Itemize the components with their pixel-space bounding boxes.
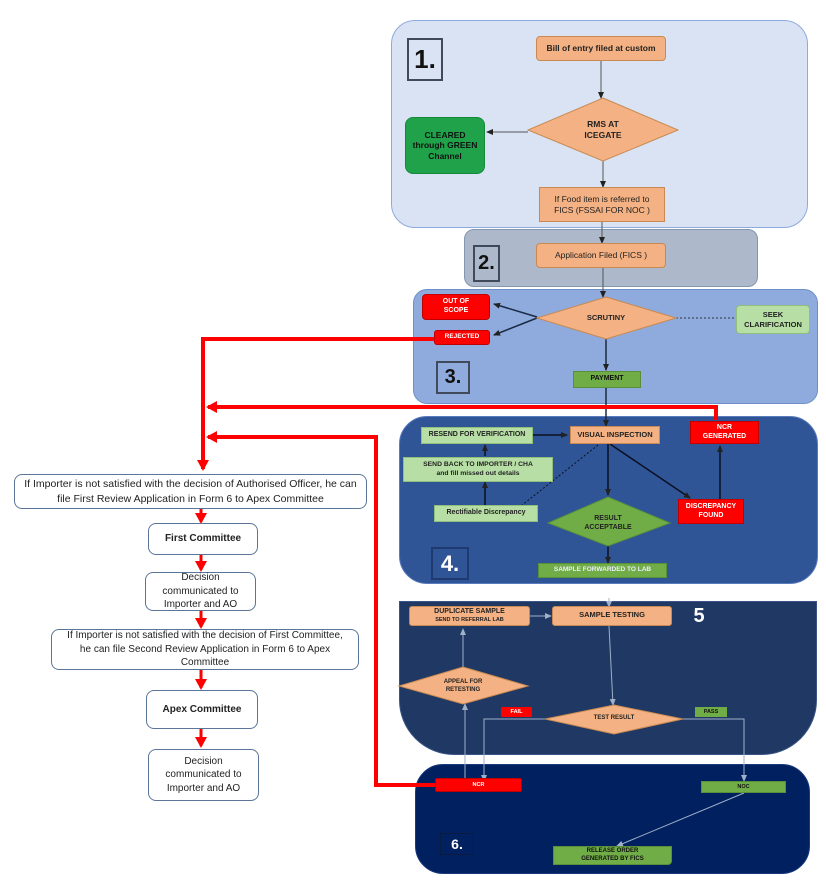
stage-number-1: 1.	[407, 38, 443, 81]
ncr-generated-node: NCR GENERATED	[690, 421, 759, 444]
scrutiny-decision-diamond	[535, 296, 678, 340]
rms-decision-diamond	[526, 97, 680, 162]
red-path-ncr-generated	[206, 401, 718, 420]
arrow-result-pass-to-noc	[683, 718, 747, 782]
bill-of-entry-node: Bill of entry filed at custom	[536, 36, 666, 61]
result-acceptable-diamond	[546, 496, 672, 547]
rejected-node: REJECTED	[434, 330, 490, 345]
arrow-scrutiny-to-outofscope	[493, 302, 538, 318]
release-order-node: RELEASE ORDER GENERATED BY FICS	[553, 846, 672, 865]
arrow-inspection-to-discrepancy	[609, 443, 691, 499]
fail-label: FAIL	[501, 707, 532, 717]
application-filed-node: Application Filed (FICS )	[536, 243, 666, 268]
noc-node: NOC	[701, 781, 786, 793]
stage-number-6: 6.	[440, 833, 474, 855]
duplicate-sample-node: DUPLICATE SAMPLE SEND TO REFERRAL LAB	[409, 606, 530, 626]
arrow-scrutiny-to-rejected	[493, 317, 538, 336]
rms-decision-label: RMS AT ICEGATE	[584, 118, 622, 140]
send-back-line2: and fill missed out details	[436, 469, 520, 477]
arrow-result-fail-to-ncr	[481, 718, 545, 782]
first-committee-box: First Committee	[148, 523, 258, 555]
payment-node: PAYMENT	[573, 371, 641, 388]
food-referred-node: If Food item is referred to FICS (FSSAI …	[539, 187, 665, 222]
arrow-testing-to-result	[608, 625, 616, 706]
out-of-scope-node: OUT OF SCOPE	[422, 294, 490, 320]
red-path-rejected	[197, 337, 436, 471]
visual-inspection-node: VISUAL INSPECTION	[570, 426, 660, 444]
sample-forwarded-node: SAMPLE FORWARDED TO LAB	[538, 563, 667, 578]
red-path-ncr-final	[206, 431, 437, 787]
send-back-importer-node: SEND BACK TO IMPORTER / CHA and fill mis…	[403, 457, 553, 482]
duplicate-line1: DUPLICATE SAMPLE	[434, 608, 505, 616]
stage-number-5: 5	[693, 605, 705, 627]
dotted-inspection-to-rectifiable	[520, 444, 599, 507]
duplicate-line2: SEND TO REFERRAL LAB	[435, 616, 504, 623]
scrutiny-label: SCRUTINY	[586, 313, 626, 323]
appeal-retesting-diamond	[397, 666, 530, 705]
discrepancy-found-node: DISCREPANCY FOUND	[678, 499, 744, 524]
first-review-box: If Importer is not satisfied with the de…	[14, 474, 367, 509]
result-acceptable-label: RESULT ACCEPTABLE	[584, 514, 632, 531]
arrow-noc-to-release	[616, 792, 745, 847]
send-back-line1: SEND BACK TO IMPORTER / CHA	[423, 461, 533, 469]
decision-communicated-2-box: Decision communicated to Importer and AO	[148, 749, 259, 801]
pass-label: PASS	[695, 707, 727, 717]
apex-committee-box: Apex Committee	[146, 690, 258, 729]
decision-communicated-1-box: Decision communicated to Importer and AO	[145, 572, 256, 611]
appeal-retesting-label: APPEAL FOR RETESTING	[443, 679, 483, 693]
second-review-box: If Importer is not satisfied with the de…	[51, 629, 359, 670]
seek-clarification-node: SEEK CLARIFICATION	[736, 305, 810, 334]
resend-verification-node: RESEND FOR VERIFICATION	[421, 427, 533, 444]
test-result-diamond	[544, 704, 684, 735]
rectifiable-discrepancy-node: Rectifiable Discrepancy	[434, 505, 538, 522]
stage-number-3: 3.	[436, 361, 470, 394]
test-result-label: TEST RESULT	[593, 715, 635, 722]
stage-number-2: 2.	[473, 245, 500, 282]
sample-testing-node: SAMPLE TESTING	[552, 606, 672, 626]
cleared-green-node: CLEARED through GREEN Channel	[405, 117, 485, 174]
ncr-node: NCR	[435, 778, 522, 792]
stage-number-4: 4.	[431, 547, 469, 580]
